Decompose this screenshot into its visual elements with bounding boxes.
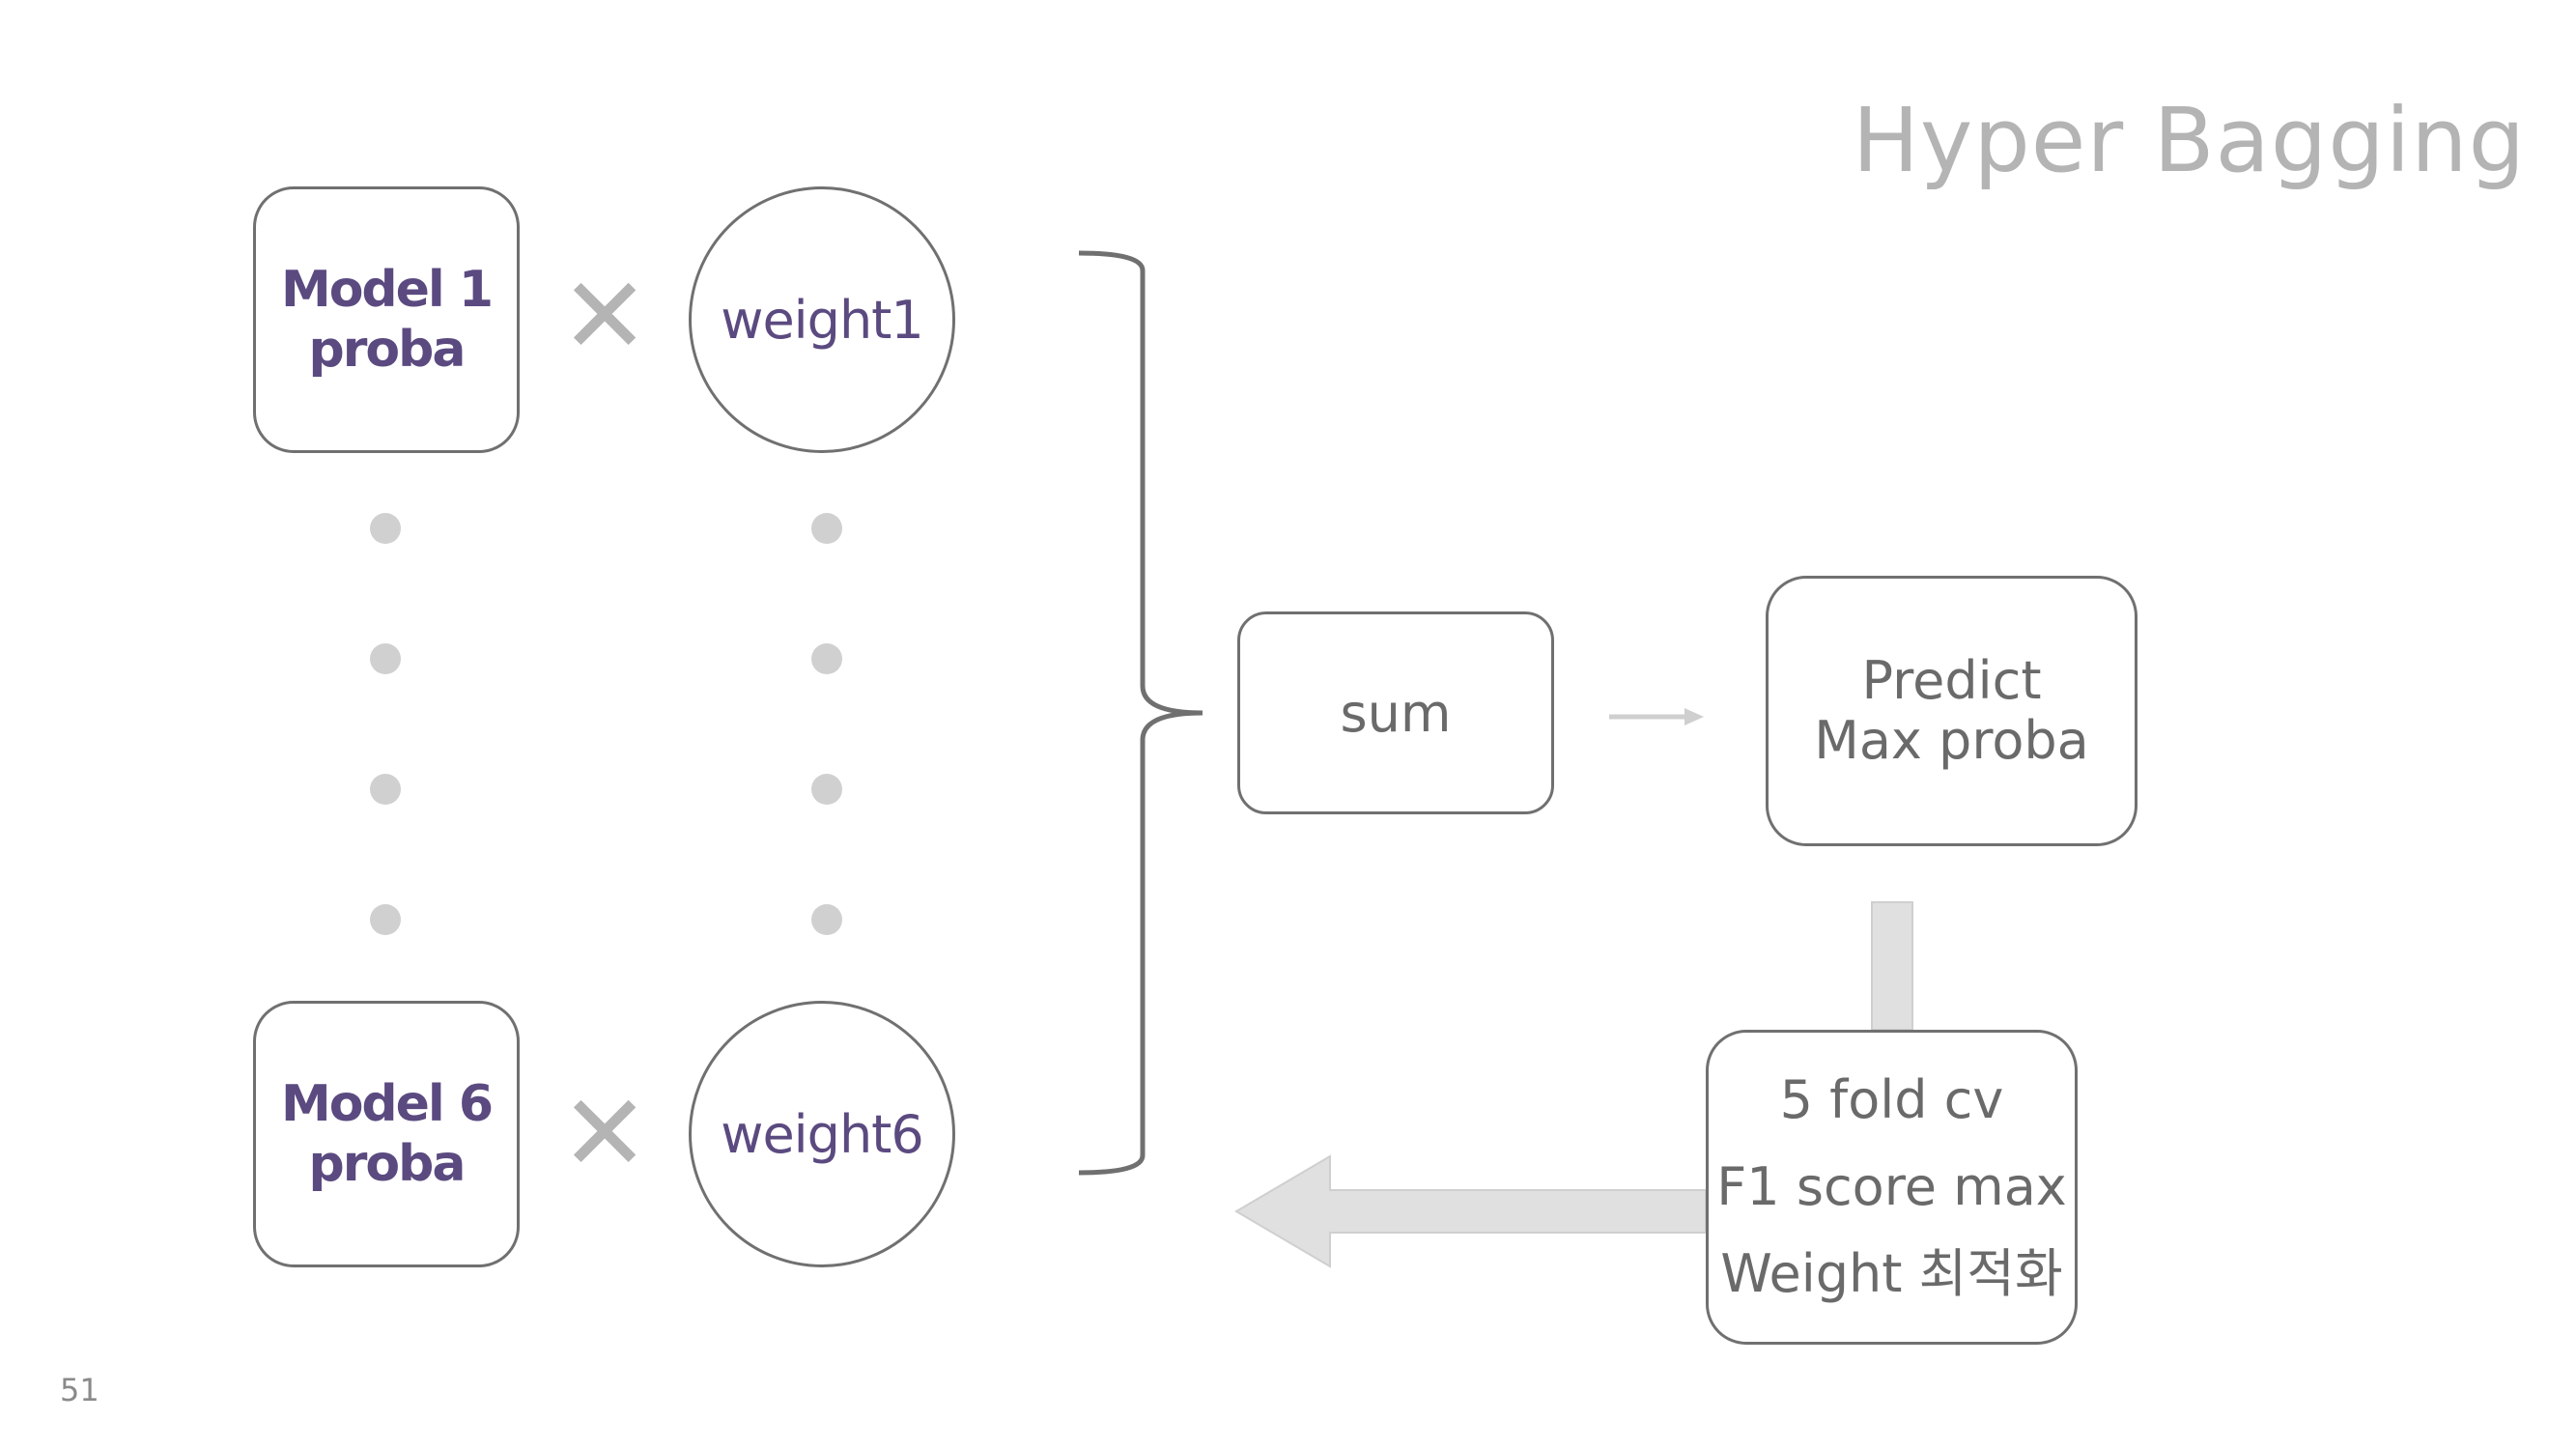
weight-1-circle: weight1 (689, 186, 955, 453)
predict-label: Predict (1861, 650, 2042, 711)
right-brace-icon (1078, 250, 1203, 1176)
multiply-icon-bottom: ✕ (560, 1071, 650, 1195)
ellipsis-dot (370, 643, 401, 674)
arrow-sum-to-predict-head (1684, 708, 1704, 725)
ellipsis-dot (370, 904, 401, 935)
max-proba-label: Max proba (1814, 710, 2089, 771)
weight-1-label: weight1 (721, 289, 923, 351)
ellipsis-dot (811, 513, 842, 544)
cv-box: 5 fold cv F1 score max Weight 최적화 (1706, 1030, 2078, 1345)
model-1-proba-label: proba (308, 321, 467, 379)
weight-6-circle: weight6 (689, 1001, 955, 1267)
ellipsis-dot (370, 513, 401, 544)
ellipsis-dot (811, 904, 842, 935)
feedback-arrow-icon (1234, 1154, 1707, 1268)
model-6-proba-box: Model 6 proba (253, 1001, 520, 1267)
cv-folds-label: 5 fold cv (1779, 1069, 2004, 1130)
model-6-proba-label: proba (308, 1135, 467, 1193)
model-6-label: Model 6 (280, 1075, 494, 1133)
f1-score-label: F1 score max (1716, 1156, 2067, 1217)
connector-predict-to-cv (1871, 901, 1913, 1031)
sum-box: sum (1237, 611, 1554, 814)
predict-box: Predict Max proba (1766, 576, 2137, 846)
model-1-label: Model 1 (280, 261, 494, 319)
weight-optimize-label: Weight 최적화 (1720, 1243, 2063, 1304)
page-number: 51 (60, 1372, 99, 1408)
multiply-icon-top: ✕ (560, 254, 650, 378)
ellipsis-dot (811, 774, 842, 805)
ellipsis-dot (811, 643, 842, 674)
weight-6-label: weight6 (721, 1103, 923, 1165)
slide-title: Hyper Bagging (1852, 89, 2526, 192)
sum-label: sum (1340, 682, 1452, 744)
ellipsis-dot (370, 774, 401, 805)
model-1-proba-box: Model 1 proba (253, 186, 520, 453)
